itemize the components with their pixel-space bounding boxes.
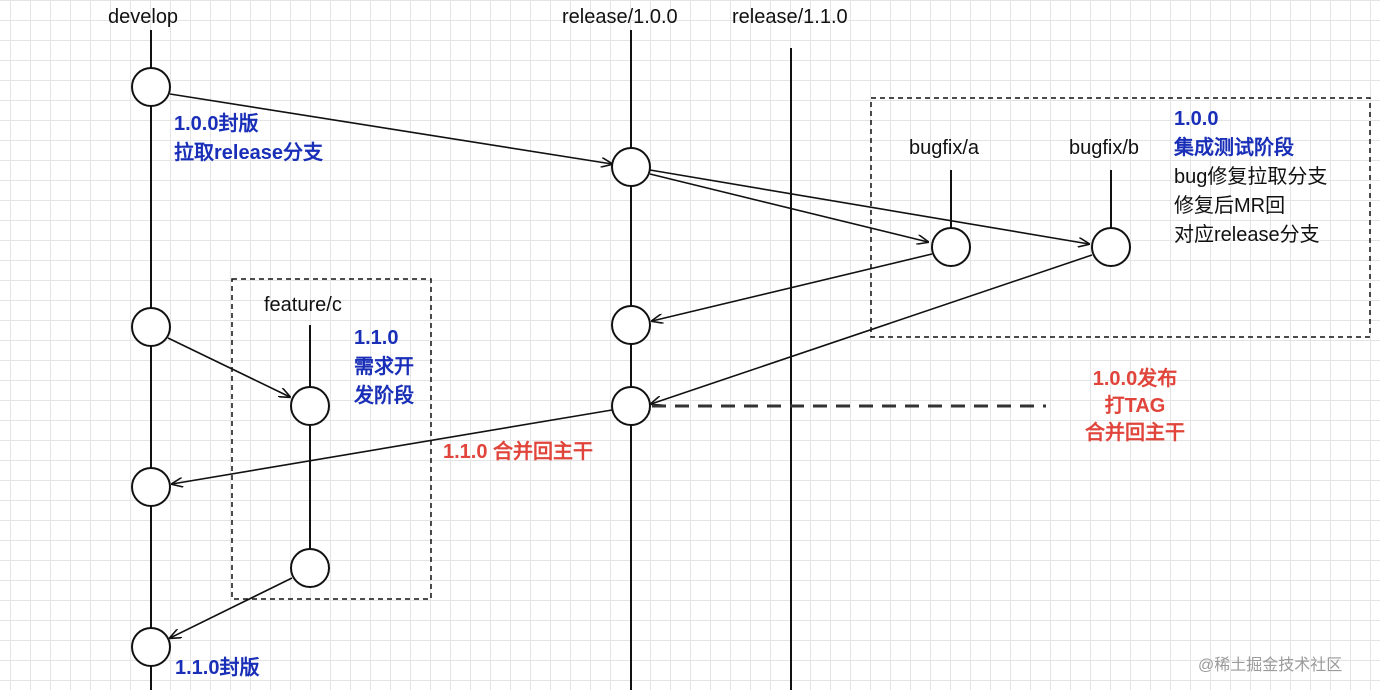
- dev-110-line-3: 发阶段: [354, 385, 414, 407]
- arrow-release-to-bugfix-a: [649, 173, 928, 242]
- publish-100-note: 1.0.0发布 打TAG 合并回主干: [1060, 366, 1210, 447]
- integration-title-line-1: 1.0.0: [1174, 108, 1219, 130]
- arrow-develop-to-release: [169, 93, 612, 164]
- feature-c-commit-2: [290, 548, 330, 588]
- release-commit-1: [611, 147, 651, 187]
- publish-100-line-3: 合并回主干: [1085, 422, 1185, 444]
- arrow-bugfix-a-to-release: [652, 253, 933, 321]
- arrow-release-to-bugfix-b: [649, 169, 1089, 244]
- publish-100-line-2: 打TAG: [1104, 395, 1166, 417]
- integration-desc-line-3: 对应release分支: [1174, 224, 1320, 246]
- seal-100-line-1: 1.0.0封版: [174, 113, 259, 135]
- feature-c-branch-label: feature/c: [264, 294, 342, 316]
- bugfix-a-branch-label: bugfix/a: [909, 137, 980, 159]
- develop-branch-label: develop: [108, 6, 179, 28]
- develop-commit-1: [131, 67, 171, 107]
- publish-100-line-1: 1.0.0发布: [1092, 368, 1178, 390]
- bugfix-b-commit: [1091, 227, 1131, 267]
- arrow-bugfix-b-to-release: [651, 254, 1093, 404]
- integration-title-line-2: 集成测试阶段: [1174, 137, 1294, 159]
- watermark: @稀土掘金技术社区: [1198, 657, 1343, 674]
- release-110-branch-label: release/1.1.0: [732, 6, 848, 28]
- release-commit-2: [611, 305, 651, 345]
- develop-commit-4: [131, 627, 171, 667]
- feature-c-commit-1: [290, 386, 330, 426]
- seal-100-note: 1.0.0封版 拉取release分支: [174, 110, 323, 168]
- integration-test-note: 1.0.0 集成测试阶段 bug修复拉取分支 修复后MR回 对应release分…: [1174, 105, 1327, 250]
- integration-desc-line-2: 修复后MR回: [1174, 195, 1286, 217]
- arrow-feature-c-to-develop: [170, 577, 293, 638]
- dev-110-note: 1.1.0 需求开 发阶段: [354, 324, 414, 411]
- dev-110-line-1: 1.1.0: [354, 327, 399, 349]
- merge-110-note: 1.1.0 合并回主干: [443, 441, 594, 463]
- seal-110-note: 1.1.0封版: [175, 657, 260, 679]
- arrow-release-to-develop-merge: [172, 409, 613, 484]
- feature-dev-group-box: [231, 278, 432, 600]
- integration-desc-line-1: bug修复拉取分支: [1174, 166, 1328, 188]
- bugfix-b-branch-label: bugfix/b: [1069, 137, 1140, 159]
- dev-110-line-2: 需求开: [354, 356, 414, 378]
- seal-100-line-2: 拉取release分支: [174, 142, 323, 164]
- arrow-develop-to-feature-c: [167, 337, 290, 397]
- release-commit-3: [611, 386, 651, 426]
- develop-commit-3: [131, 467, 171, 507]
- bugfix-a-commit: [931, 227, 971, 267]
- develop-commit-2: [131, 307, 171, 347]
- release-100-branch-label: release/1.0.0: [562, 6, 678, 28]
